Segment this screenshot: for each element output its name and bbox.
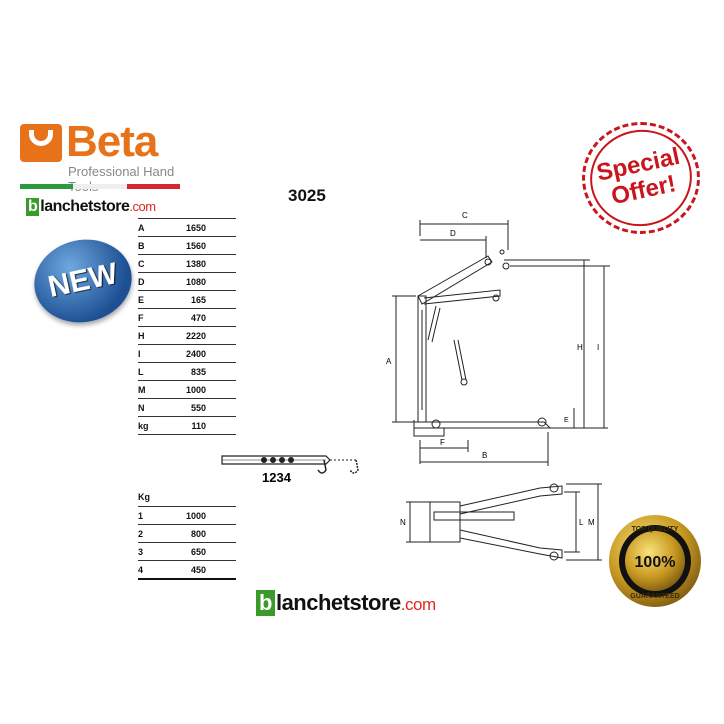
dimension-value: 2400 [155,344,236,363]
dimension-label: kg [138,416,156,435]
dim-label-i: I [597,343,599,352]
dimension-label: B [138,236,156,255]
dim-label-a: A [386,357,392,366]
dimension-label: M [138,380,156,399]
dim-label-c: C [462,211,468,220]
store-logo-domain: .com [400,595,436,614]
dimension-label: A [138,218,156,237]
dimension-value: 1080 [155,272,236,291]
store-logo-domain: .com [129,199,156,214]
side-elevation-drawing: C D A H I E F B [386,211,610,466]
load-value: 1000 [146,506,236,525]
dimension-label: H [138,326,156,345]
dimension-value: 1560 [155,236,236,255]
brand-tagline: Professional Hand Tools [68,164,175,194]
dim-label-e: E [564,417,569,424]
italian-flag-stripe [20,184,180,189]
dim-label-d: D [450,229,456,238]
store-logo-name: lanchetstore [275,590,401,615]
load-value: 650 [146,542,236,561]
boom-positions-label: 1234 [262,470,292,485]
dim-label-l: L [579,518,584,527]
load-value: 450 [146,560,236,580]
load-position: 4 [138,560,147,580]
beta-logo: Beta Professional Hand Tools [20,117,190,194]
model-number: 3025 [288,186,326,205]
dimension-value: 835 [155,362,236,381]
load-position: 1 [138,506,147,525]
brand-name: Beta [66,117,158,166]
dimension-label: I [138,344,156,363]
dimension-label: F [138,308,156,327]
load-table-header: Kg [138,488,236,507]
top-view-drawing: N L M [400,483,602,561]
dimension-value: 165 [155,290,236,309]
guarantee-seal: TOP QUALITY 100% GUARANTEED [609,515,701,607]
seal-top-text: TOP QUALITY [632,526,679,533]
load-position: 3 [138,542,147,561]
seal-bottom-text: GUARANTEED [630,593,679,600]
dim-label-m: M [588,518,595,527]
dim-label-h: H [577,343,583,352]
dimension-label: E [138,290,156,309]
dimension-value: 2220 [155,326,236,345]
dimension-value: 110 [155,416,236,435]
new-badge-label: NEW [45,257,121,304]
dimension-value: 470 [155,308,236,327]
dimension-value: 550 [155,398,236,417]
dimension-label: D [138,272,156,291]
load-position: 2 [138,524,147,543]
store-logo-name: lanchetstore [40,198,130,215]
store-logo-initial: b [256,590,275,616]
dimension-label: N [138,398,156,417]
beta-mark-icon [20,124,62,162]
dimension-value: 1000 [155,380,236,399]
load-value: 800 [146,524,236,543]
dimension-label: L [138,362,156,381]
dim-label-n: N [400,518,406,527]
special-offer-stamp: Special Offer! [581,120,701,236]
dimension-label: C [138,254,156,273]
dim-label-b: B [482,451,487,460]
seal-center-text: 100% [635,554,676,571]
dimension-value: 1650 [155,218,236,237]
new-badge: NEW [26,230,140,332]
boom-positions-drawing: 1234 [221,455,359,485]
store-logo-initial: b [26,198,40,216]
dim-label-f: F [440,438,445,447]
dimension-value: 1380 [155,254,236,273]
